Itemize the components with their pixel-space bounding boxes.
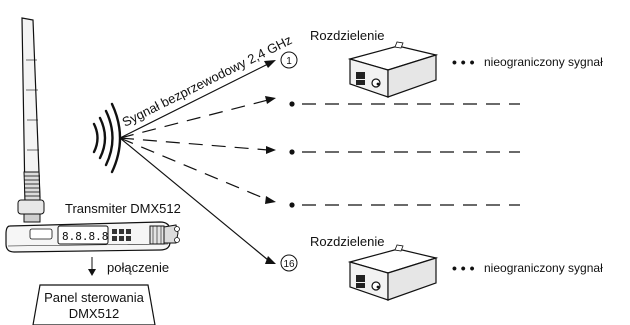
ray-2 [119, 99, 269, 139]
transmitter-label: Transmiter DMX512 [65, 201, 181, 216]
splitter-trailing-text: nieograniczony sygnał [484, 261, 603, 275]
signal-rays [119, 63, 269, 261]
splitter-device-icon [347, 244, 439, 301]
panel-label-line2: DMX512 [69, 306, 120, 321]
splitter-label: Rozdzielenie [310, 234, 384, 249]
panel-label-line1: Panel sterowania [44, 290, 144, 305]
wireless-waves-icon [92, 102, 122, 174]
splitter-16: 16 Rozdzielenie • • • nieograniczony syg… [280, 234, 603, 301]
transmitter-device-icon: 8.8.8.8 [5, 221, 180, 253]
ray-to-splitter-16 [119, 137, 269, 261]
control-panel-box [32, 284, 156, 325]
continuation-dots: • • • [452, 54, 475, 70]
ray-3 [119, 137, 269, 151]
continuation-dots: • • • [452, 260, 475, 276]
connection-arrow [88, 257, 96, 276]
splitter-trailing-text: nieograniczony sygnał [484, 55, 603, 69]
splitter-number-badge [280, 51, 298, 69]
ray-4 [119, 137, 269, 201]
connection-label: połączenie [107, 260, 169, 275]
splitter-label: Rozdzielenie [310, 28, 384, 43]
antenna-icon [17, 17, 45, 223]
splitter-1: 1 Rozdzielenie • • • nieograniczony sygn… [280, 28, 603, 98]
svg-text:8.8.8.8: 8.8.8.8 [62, 230, 108, 243]
wireless-signal-label: Sygnał bezprzewodowy 2,4 GHz [120, 32, 295, 130]
splitter-number: 16 [283, 259, 295, 270]
intermediate-channels [289, 101, 520, 208]
splitter-device-icon [347, 41, 439, 98]
splitter-number-badge [280, 254, 298, 272]
splitter-number: 1 [286, 56, 292, 67]
ray-arrowheads [264, 60, 276, 264]
ray-to-splitter-1 [119, 63, 269, 139]
